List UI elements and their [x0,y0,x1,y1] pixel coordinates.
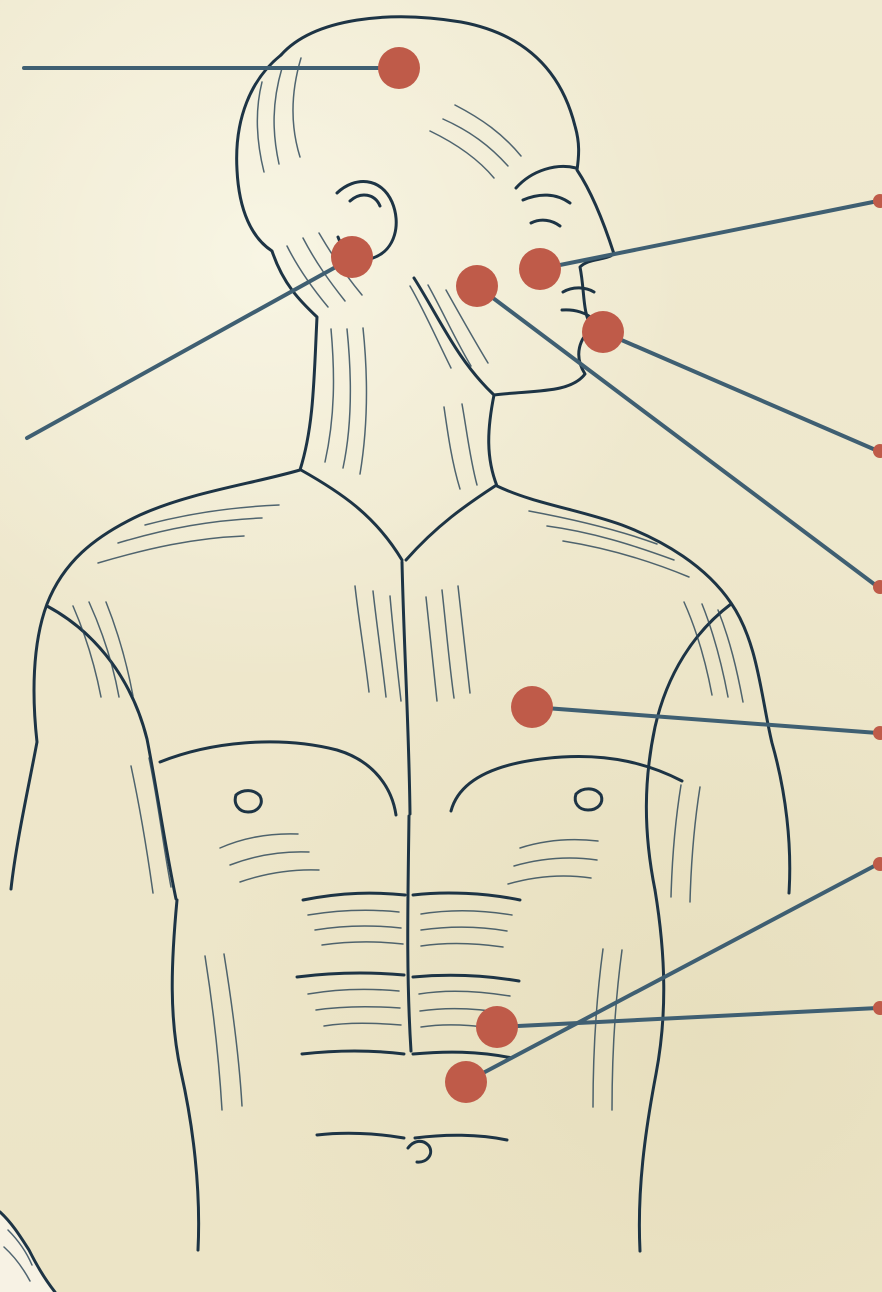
chest-marker [511,686,553,728]
torn-corner [0,1212,55,1292]
cheek-marker [456,265,498,307]
head-crown-marker [378,47,420,89]
edge-mark [873,1001,882,1015]
edge-marks [873,194,882,1015]
edge-mark [873,444,882,458]
body-outline [11,17,790,1251]
upper-abdomen-marker [476,1006,518,1048]
edge-mark [873,857,882,871]
leader-lines [24,68,878,1082]
edge-mark [873,726,882,740]
edge-mark [873,194,882,208]
ear-marker [331,236,373,278]
nose-marker [519,248,561,290]
lower-abdomen-marker [445,1061,487,1103]
chin-marker [582,311,624,353]
